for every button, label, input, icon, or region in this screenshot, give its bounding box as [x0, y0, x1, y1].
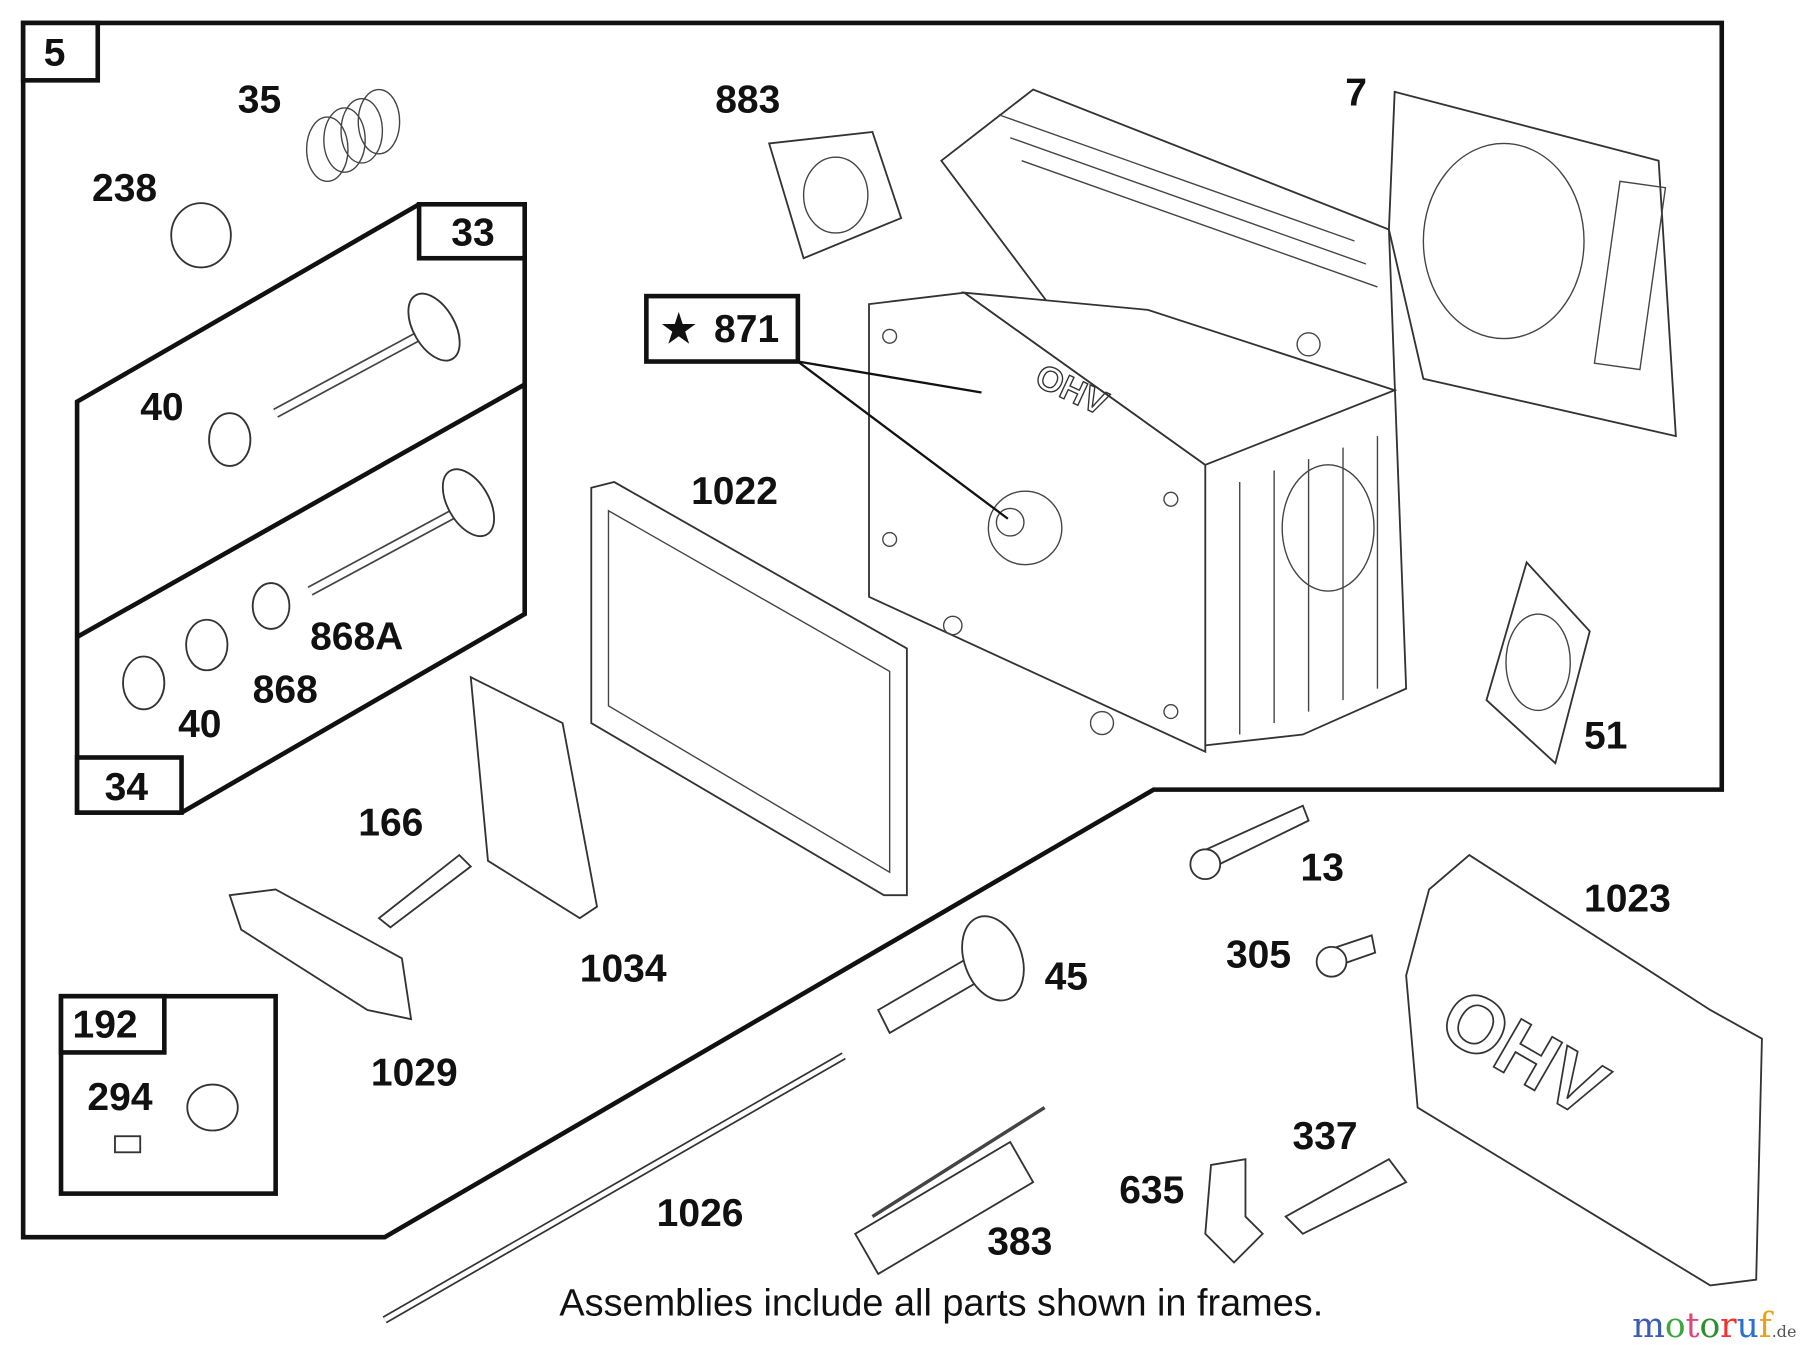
cylinder-head-callout-box: [644, 293, 801, 364]
stud-drawing: [377, 853, 473, 929]
frame-number-192: 192: [73, 1004, 138, 1047]
rocker-shaft-drawing: [853, 1106, 1046, 1276]
part-label-1023: 1023: [1584, 877, 1671, 920]
svg-text:motoruf.de: motoruf.de: [1632, 1306, 1796, 1346]
part-label-294: 294: [87, 1076, 152, 1119]
seal-drawing: [185, 618, 229, 672]
frame-number-34: 34: [105, 766, 149, 809]
exhaust-gasket-51-drawing: [1485, 560, 1591, 765]
rocker-cover-drawing: OHV: [1405, 853, 1763, 1287]
part-label-868: 868: [253, 668, 318, 711]
exhaust-valve-drawing: [273, 292, 461, 418]
frame-number-box-192: [58, 993, 167, 1055]
spark-plug-drawing: [1284, 1157, 1408, 1235]
leader-line: [797, 360, 1009, 520]
part-label-51: 51: [1584, 714, 1627, 757]
intake-gasket-883-drawing: [767, 130, 903, 260]
leader-line: [797, 360, 982, 394]
part-label-40-lower: 40: [178, 703, 221, 746]
main-assembly-frame: [20, 20, 1725, 1240]
frame-number-5: 5: [44, 31, 66, 74]
part-label-1034: 1034: [580, 947, 667, 990]
part-label-868a: 868A: [310, 616, 403, 659]
rocker-cover-gasket-drawing: [590, 481, 908, 897]
part-label-238: 238: [92, 167, 157, 210]
kit-frame: [58, 993, 278, 1196]
star-symbol: ★: [661, 308, 696, 351]
footer-note: Assemblies include all parts shown in fr…: [559, 1282, 1323, 1324]
spring-drawing: [305, 88, 401, 183]
retainer-drawing: [208, 412, 252, 467]
watermark-logo: motoruf.de: [1632, 1306, 1796, 1346]
intake-valve-drawing: [307, 468, 496, 596]
part-label-883: 883: [715, 78, 780, 121]
frame-number-box-34: [74, 755, 184, 815]
breather-plate-drawing: [469, 675, 599, 920]
part-label-1029: 1029: [371, 1052, 458, 1095]
part-label-40: 40: [140, 386, 183, 429]
head-gasket-drawing: [1388, 90, 1677, 438]
part-label-635: 635: [1119, 1169, 1184, 1212]
cap-drawing: [170, 202, 232, 269]
part-label-1026: 1026: [657, 1192, 744, 1235]
frame-number-box-5: [20, 20, 101, 83]
part-label-45: 45: [1045, 955, 1088, 998]
part-label-383: 383: [987, 1220, 1052, 1263]
part-label-13: 13: [1301, 846, 1344, 889]
part-label-35: 35: [238, 78, 281, 121]
cylinder-head-drawing: OHV: [868, 88, 1408, 754]
frame-number-33: 33: [451, 212, 494, 255]
valve-assembly-divider: [75, 382, 526, 639]
retainer-lower-drawing: [122, 655, 166, 711]
rocker-arm-drawing: [228, 888, 413, 1021]
push-rod-guide-drawing: [876, 915, 1025, 1035]
elbow-drawing: [1204, 1158, 1264, 1264]
part-label-7: 7: [1345, 72, 1367, 115]
part-label-166: 166: [358, 802, 423, 845]
washer-drawing: [251, 582, 291, 630]
frame-number-871: 871: [714, 308, 779, 351]
kit-parts-drawing: [114, 1083, 239, 1154]
frame-number-box-33: [416, 201, 527, 261]
part-label-337: 337: [1293, 1115, 1358, 1158]
part-label-305: 305: [1226, 934, 1291, 977]
part-label-1022: 1022: [691, 470, 778, 513]
